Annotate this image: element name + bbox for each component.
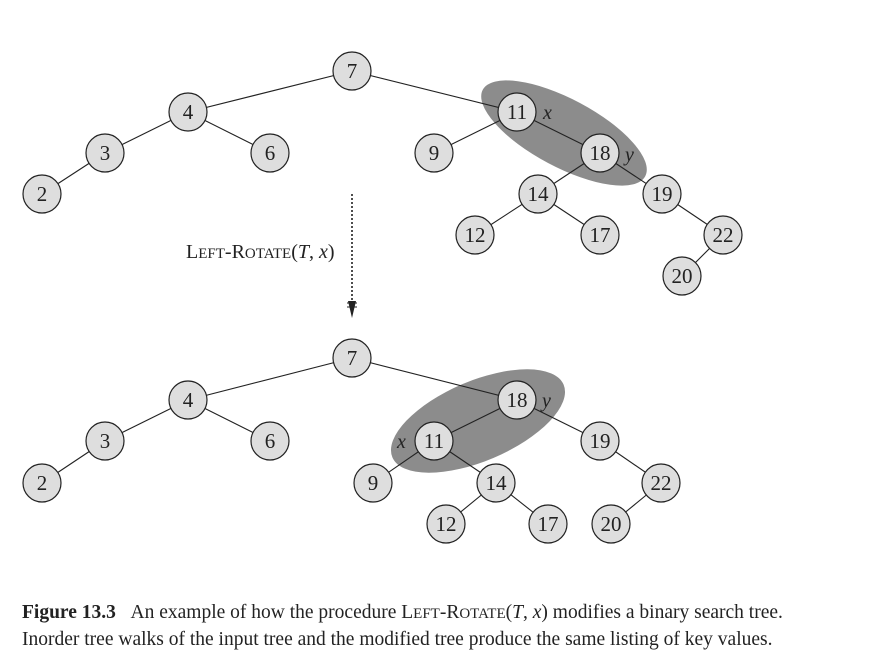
rotation-highlight-before (481, 80, 647, 186)
pivot-label-x: x (542, 102, 552, 124)
tree-node: 12 (455, 215, 495, 255)
tree-node: 20 (662, 256, 702, 296)
tree-node: 4 (168, 92, 208, 132)
node-key: 7 (347, 346, 358, 370)
tree-node: 6 (250, 421, 290, 461)
node-key: 3 (100, 141, 111, 165)
tree-node: 14 (476, 463, 516, 503)
figure-caption: Figure 13.3 An example of how the proced… (22, 600, 867, 653)
transform-arrow (347, 194, 357, 318)
node-key: 17 (590, 223, 611, 247)
tree-node: 17 (580, 215, 620, 255)
tree-node: 3 (85, 421, 125, 461)
tree-node: 18 (580, 133, 620, 173)
node-key: 20 (672, 264, 693, 288)
node-key: 18 (507, 388, 528, 412)
tree-node: 18 (497, 380, 537, 420)
tree-node: 14 (518, 174, 558, 214)
node-key: 12 (465, 223, 486, 247)
node-key: 3 (100, 429, 111, 453)
node-key: 14 (486, 471, 508, 495)
arrow-head-icon (348, 301, 356, 318)
tree-node: 2 (22, 463, 62, 503)
tree-before-nodes: 7 4 3 2 6 11 9 18 14 12 17 19 22 20 x y (22, 51, 743, 296)
node-key: 2 (37, 471, 48, 495)
tree-after-edges (41, 357, 662, 525)
tree-node: 19 (642, 174, 682, 214)
operation-label: LEFT-ROTATE(T, x) (186, 241, 335, 263)
figure-number: Figure 13.3 (22, 602, 116, 623)
tree-node: 11 (497, 92, 537, 132)
node-key: 17 (538, 512, 559, 536)
rotation-highlight-after (390, 369, 566, 473)
tree-node: 7 (332, 338, 372, 378)
tree-node: 12 (426, 504, 466, 544)
node-key: 11 (507, 100, 527, 124)
node-key: 14 (528, 182, 550, 206)
node-key: 19 (652, 182, 673, 206)
node-key: 7 (347, 59, 358, 83)
node-key: 4 (183, 100, 194, 124)
tree-node: 20 (591, 504, 631, 544)
node-key: 19 (590, 429, 611, 453)
node-key: 11 (424, 429, 444, 453)
node-key: 18 (590, 141, 611, 165)
node-key: 22 (651, 471, 672, 495)
node-key: 2 (37, 182, 48, 206)
tree-node: 2 (22, 174, 62, 214)
tree-node: 9 (414, 133, 454, 173)
rotation-diagram: 7 4 3 2 6 11 9 18 14 12 17 19 22 20 x y … (22, 51, 743, 544)
caption-line-1: Figure 13.3 An example of how the proced… (22, 602, 783, 623)
tree-after-nodes: 7 4 3 2 6 18 11 9 14 12 17 19 22 20 x y (22, 338, 681, 544)
tree-node: 17 (528, 504, 568, 544)
tree-node: 4 (168, 380, 208, 420)
tree-node: 11 (414, 421, 454, 461)
tree-node: 3 (85, 133, 125, 173)
node-key: 9 (429, 141, 440, 165)
tree-node: 9 (353, 463, 393, 503)
node-key: 20 (601, 512, 622, 536)
node-key: 6 (265, 429, 276, 453)
pivot-label-x: x (396, 431, 406, 453)
node-key: 6 (265, 141, 276, 165)
node-key: 12 (436, 512, 457, 536)
tree-node: 7 (332, 51, 372, 91)
node-key: 4 (183, 388, 194, 412)
tree-node: 22 (703, 215, 743, 255)
node-key: 9 (368, 471, 379, 495)
tree-node: 19 (580, 421, 620, 461)
pivot-label-y: y (623, 144, 634, 166)
caption-line-2: Inorder tree walks of the input tree and… (22, 629, 773, 650)
node-key: 22 (713, 223, 734, 247)
pivot-label-y: y (540, 390, 551, 412)
tree-node: 22 (641, 463, 681, 503)
tree-node: 6 (250, 133, 290, 173)
